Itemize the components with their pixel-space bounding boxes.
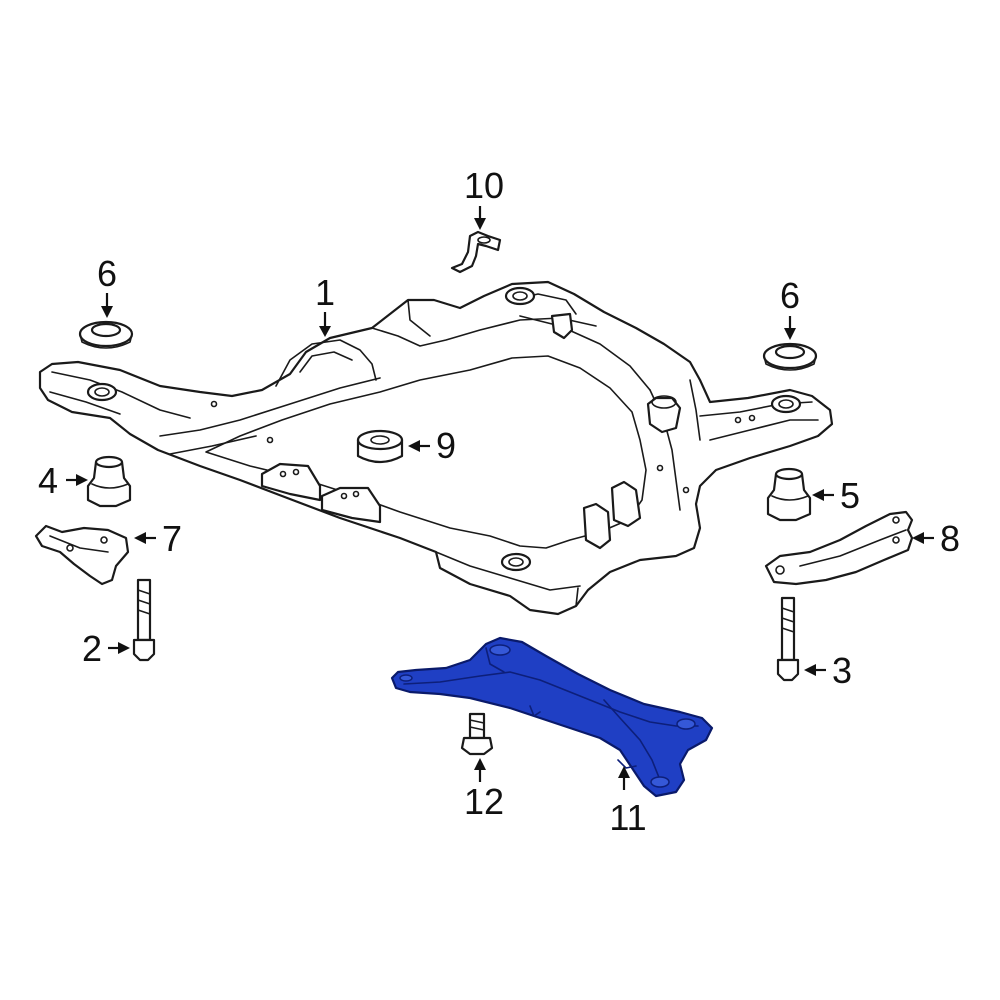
callout-label-6-right: 6: [780, 275, 800, 316]
bolt-part-3[interactable]: [776, 596, 800, 682]
bolt-part-2[interactable]: [132, 578, 156, 662]
arrowhead-11: [618, 766, 630, 778]
callout-label-4: 4: [38, 460, 58, 501]
bushing-part-9[interactable]: [356, 429, 404, 464]
clip-part-10[interactable]: [450, 230, 502, 274]
bushing-part-4[interactable]: [86, 455, 132, 508]
washer-part-6-left[interactable]: [78, 320, 134, 349]
subframe-part[interactable]: [38, 280, 834, 616]
callout-label-12: 12: [464, 781, 504, 822]
callout-label-3: 3: [832, 650, 852, 691]
callout-label-5: 5: [840, 475, 860, 516]
arrowhead-1: [319, 326, 331, 337]
arrowhead-4: [76, 474, 88, 486]
crossmember-part-11[interactable]: [390, 636, 714, 798]
arrowhead-10: [474, 218, 486, 230]
arrowhead-12: [474, 758, 486, 770]
callout-label-6-left: 6: [97, 253, 117, 294]
plate-part-8[interactable]: [764, 510, 914, 586]
arrowhead-3: [804, 664, 816, 676]
callout-label-11: 11: [609, 797, 646, 838]
callout-label-2: 2: [82, 628, 102, 669]
bracket-part-7[interactable]: [34, 524, 130, 586]
arrowhead-5: [812, 489, 824, 501]
callout-label-1: 1: [315, 272, 335, 313]
arrowhead-7: [134, 532, 146, 544]
callout-labels: 1 6 6 10 9 4 5 7 8 2 3 11 12: [38, 165, 960, 838]
leader-arrows: [66, 206, 934, 790]
callout-label-9: 9: [436, 425, 456, 466]
arrowhead-8: [912, 532, 924, 544]
callout-label-10: 10: [464, 165, 504, 206]
arrowhead-9: [408, 440, 420, 452]
bushing-part-5[interactable]: [766, 467, 812, 522]
arrowhead-6-right: [784, 328, 796, 340]
bolt-part-12[interactable]: [460, 712, 494, 756]
washer-part-6-right[interactable]: [762, 342, 818, 371]
callout-label-7: 7: [162, 518, 182, 559]
callout-label-8: 8: [940, 518, 960, 559]
arrowhead-2: [118, 642, 130, 654]
arrowhead-6-left: [101, 306, 113, 318]
